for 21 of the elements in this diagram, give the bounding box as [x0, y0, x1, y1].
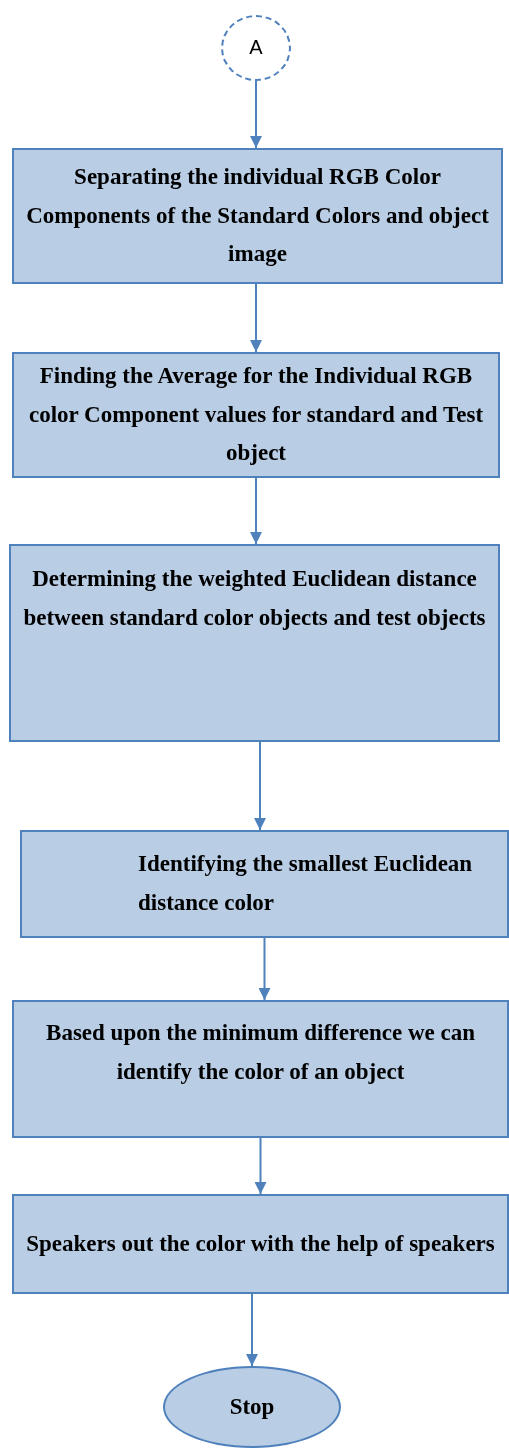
arrow — [250, 477, 262, 545]
arrow — [258, 937, 271, 1001]
process-box — [12, 1194, 509, 1294]
arrow — [254, 741, 266, 831]
node-text: A — [249, 35, 263, 61]
arrow — [254, 1137, 267, 1195]
node-text: Based upon the minimum difference we can identify the color of an object — [45, 1019, 476, 1086]
process-box — [12, 352, 500, 478]
node-text: Separating the individual RGB Color Components of the Standard Colors and object image — [25, 163, 490, 269]
process-box — [9, 544, 500, 742]
process-box — [20, 830, 509, 938]
node-text: Stop — [229, 1392, 275, 1421]
process-box — [12, 1000, 509, 1138]
node-text: Determining the weighted Euclidean distance between standard color objects and test objects — [22, 565, 487, 632]
process-box — [12, 148, 503, 284]
node-text: Finding the Average for the Individual RGB color Component values for standard and Test object — [27, 362, 485, 468]
arrow — [246, 1293, 258, 1367]
arrow — [250, 80, 262, 149]
arrow — [250, 283, 262, 353]
node-text: Speakers out the color with the help of speakers — [26, 1229, 495, 1258]
node-text: Identifying the smallest Euclidean distance color — [138, 850, 474, 917]
